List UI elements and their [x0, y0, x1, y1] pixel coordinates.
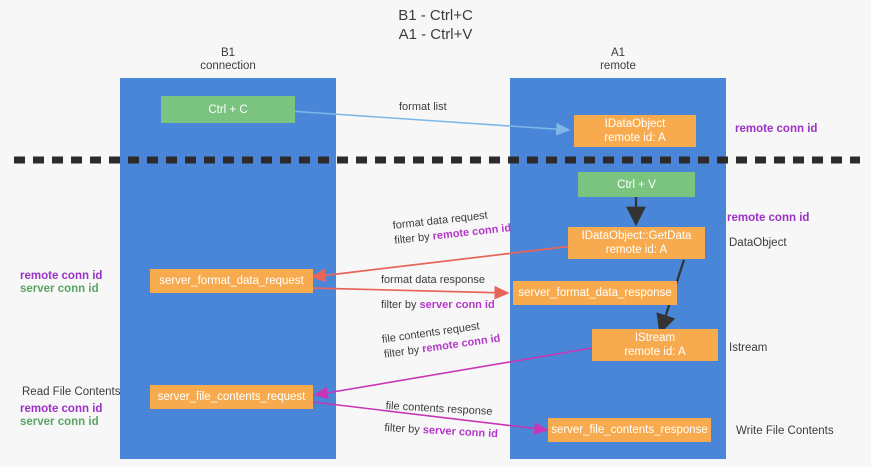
edge-label-format-list-line1: format list	[399, 101, 447, 113]
edge-label-format-data-response-line1: format data response	[381, 274, 485, 286]
wire-file-contents-request	[313, 347, 593, 400]
node-ctrl-c[interactable]: Ctrl + C	[161, 96, 295, 123]
diagram-title: B1 - Ctrl+C A1 - Ctrl+V	[398, 7, 473, 43]
wire-format-list	[273, 109, 571, 136]
edge-label-format-list: format list	[399, 100, 447, 115]
node-server-format-data-request[interactable]: server_format_data_request	[150, 269, 313, 293]
server-conn-id-highlight: server conn id	[419, 299, 495, 311]
note-right-dataobject: DataObject	[729, 237, 787, 249]
note-left-server-conn-id-2: server conn id	[20, 416, 99, 428]
note-left-remote-conn-id-2: remote conn id	[20, 403, 103, 415]
node-server-file-contents-request[interactable]: server_file_contents_request	[150, 385, 313, 409]
note-left-server-conn-id: server conn id	[20, 283, 99, 295]
note-left-remote-conn-id: remote conn id	[20, 270, 103, 282]
note-right-istream: Istream	[729, 342, 768, 354]
node-ctrl-v[interactable]: Ctrl + V	[578, 172, 695, 197]
column-heading-a1: A1 remote	[600, 47, 636, 72]
node-idataobject[interactable]: IDataObject remote id: A	[574, 115, 696, 147]
wire-format-data-response	[309, 285, 510, 300]
filter-by-text: filter by	[381, 299, 420, 311]
edge-label-format-data-response-line2: filter by server conn id	[381, 298, 495, 313]
note-left-read-file-contents: Read File Contents	[22, 386, 121, 398]
note-right-remote-conn-id-top: remote conn id	[735, 123, 818, 135]
note-right-remote-conn-id-mid: remote conn id	[727, 212, 810, 224]
edge-label-format-data-response: format data response filter by server co…	[381, 273, 495, 313]
note-right-write-file-contents: Write File Contents	[736, 425, 834, 437]
wire-format-data-request	[310, 245, 573, 283]
node-istream[interactable]: IStream remote id: A	[592, 329, 718, 361]
wire-file-contents-response	[312, 401, 549, 435]
column-heading-b1: B1 connection	[200, 47, 256, 72]
node-server-format-data-response[interactable]: server_format_data_response	[513, 281, 677, 305]
node-idataobject-getdata[interactable]: IDataObject::GetData remote id: A	[568, 227, 705, 259]
node-server-file-contents-response[interactable]: server_file_contents_response	[548, 418, 711, 442]
